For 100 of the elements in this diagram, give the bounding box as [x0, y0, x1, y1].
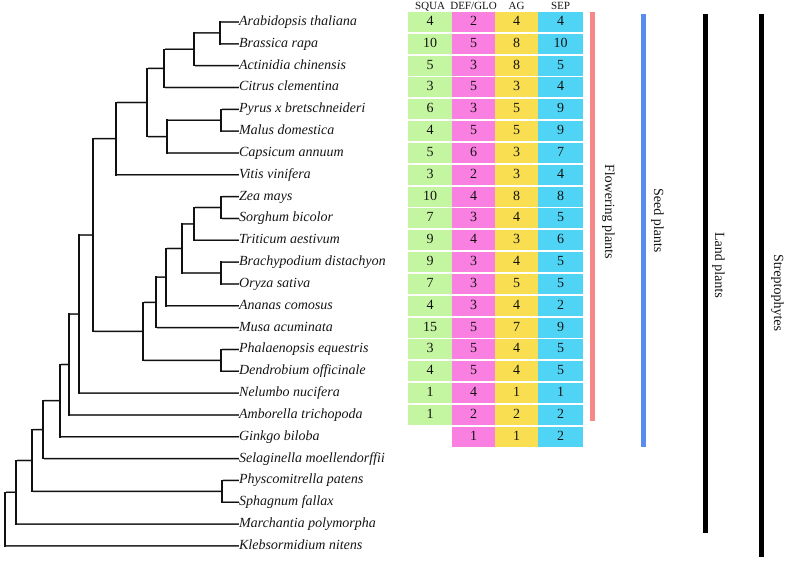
tree-branch: [148, 68, 163, 70]
table-cell: 5: [452, 34, 495, 54]
species-name: Arabidopsis thaliana: [239, 13, 357, 31]
tree-branch: [221, 21, 239, 23]
tree-branch: [222, 348, 239, 350]
table-cell: 5: [452, 361, 495, 382]
species-name: Brassica rapa: [239, 34, 318, 53]
table-cell: 6: [452, 142, 495, 163]
species-name: Citrus clementina: [239, 78, 339, 96]
tree-branch: [6, 492, 15, 494]
table-cell: 3: [408, 339, 452, 360]
table-cell: 4: [408, 121, 452, 142]
table-cell: 3: [452, 208, 495, 228]
table-cell: 2: [452, 164, 495, 185]
tree-branch: [183, 272, 220, 274]
table-cell: 3: [408, 164, 452, 185]
clade-label: Seed plants: [650, 188, 664, 252]
table-cell: 4: [408, 296, 452, 316]
table-cell: 3: [452, 99, 495, 120]
table-cell: 5: [538, 208, 583, 228]
tree-branch: [33, 428, 42, 430]
tree-branch: [17, 523, 239, 525]
table-cell: 5: [538, 274, 583, 294]
tree-branch: [144, 302, 155, 304]
tree-branch: [17, 460, 31, 462]
table-cell: 3: [452, 296, 495, 316]
column-header: AG: [508, 0, 524, 12]
tree-branch: [94, 138, 115, 140]
tree-branch: [222, 283, 239, 285]
tree-branch: [94, 330, 142, 332]
table-cell: 2: [452, 12, 495, 32]
tree-branch: [70, 313, 78, 315]
table-cell: 5: [538, 339, 583, 360]
tree-branch: [70, 414, 239, 416]
table-cell: 8: [495, 56, 538, 76]
column-header: SQUA: [415, 0, 445, 12]
table-cell: 5: [452, 318, 495, 338]
table-cell: 15: [408, 318, 452, 338]
species-name: Selaginella moellendorffii: [239, 450, 385, 468]
table-cell: 3: [495, 142, 538, 163]
column-header: DEF/GLO: [450, 0, 497, 12]
table-cell: 4: [495, 12, 538, 32]
tree-branch: [222, 130, 239, 132]
species-name: Zea mays: [239, 188, 292, 206]
table-cell: 6: [538, 230, 583, 250]
species-name: Sorghum bicolor: [239, 209, 333, 228]
table-cell: 10: [408, 34, 452, 54]
species-name: Sphagnum fallax: [239, 493, 334, 512]
clade-label: Land plants: [711, 232, 725, 298]
table-cell: 10: [408, 186, 452, 207]
species-name: Oryza sativa: [239, 274, 310, 293]
tree-branch: [222, 218, 239, 220]
table-cell: 8: [538, 186, 583, 207]
tree-branch: [117, 174, 239, 176]
tree-branch: [44, 458, 239, 460]
species-name: Ananas comosus: [239, 296, 333, 315]
table-cell: 4: [538, 164, 583, 185]
tree-branch: [167, 248, 181, 250]
table-cell: 9: [538, 121, 583, 142]
table-cell: 5: [495, 121, 538, 142]
table-cell: 4: [495, 252, 538, 272]
table-cell: 3: [495, 230, 538, 250]
tree-branch: [222, 261, 239, 263]
tree-branch: [183, 223, 193, 225]
tree-branch: [80, 392, 239, 394]
table-cell: 5: [452, 339, 495, 360]
tree-branch: [195, 32, 219, 34]
species-name: Triticum aestivum: [239, 231, 340, 250]
table-cell: 4: [495, 208, 538, 228]
table-cell: 7: [408, 274, 452, 294]
table-cell: 1: [408, 383, 452, 404]
table-cell: 4: [538, 77, 583, 98]
table-cell: 5: [452, 121, 495, 142]
table-cell: 5: [538, 252, 583, 272]
table-cell: 1: [495, 383, 538, 404]
table-cell: 4: [495, 361, 538, 382]
table-cell: 3: [495, 77, 538, 98]
species-name: Phalaenopsis equestris: [239, 340, 368, 358]
table-cell: 5: [408, 142, 452, 163]
table-cell: 2: [538, 296, 583, 316]
tree-branch: [222, 196, 239, 198]
table-cell: 3: [452, 56, 495, 76]
table-cell: 3: [452, 274, 495, 294]
tree-branch: [80, 234, 92, 236]
species-name: Capsicum annuum: [239, 144, 344, 162]
table-cell: 4: [495, 339, 538, 360]
tree-branch: [165, 86, 239, 88]
table-cell: 1: [452, 426, 495, 447]
table-cell: 5: [452, 77, 495, 98]
tree-branch: [167, 305, 239, 307]
table-cell: 2: [538, 404, 583, 425]
species-name: Vitis vinifera: [239, 166, 311, 184]
table-cell: 9: [408, 252, 452, 272]
table-cell: 4: [495, 296, 538, 316]
tree-branch: [6, 545, 239, 547]
tree-branch: [61, 364, 68, 366]
table-cell: 7: [408, 208, 452, 228]
species-name: Brachypodium distachyon: [239, 253, 386, 272]
species-name: Musa acuminata: [239, 318, 333, 337]
table-cell: 4: [452, 383, 495, 404]
